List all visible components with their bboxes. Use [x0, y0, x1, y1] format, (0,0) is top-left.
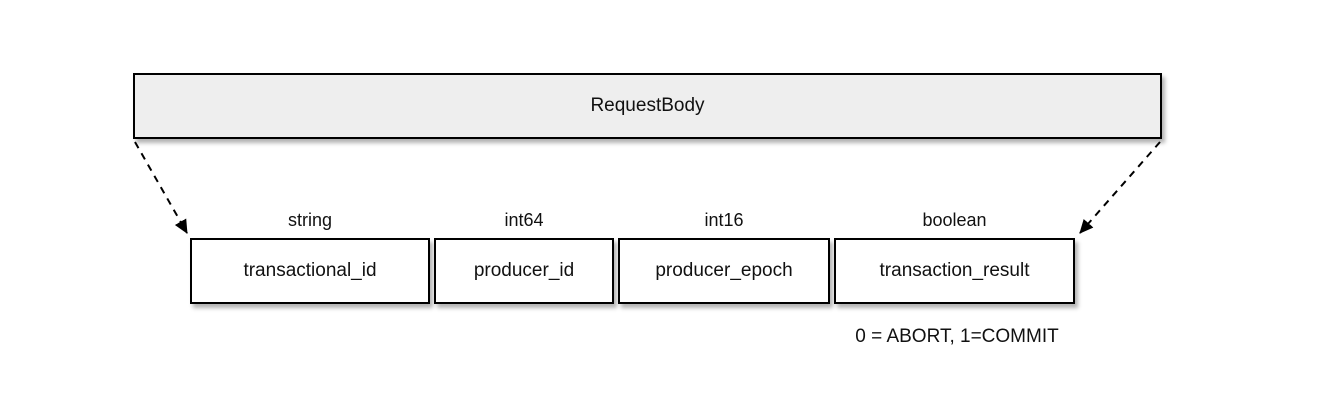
field-type-producer-epoch: int16 [704, 210, 744, 230]
transaction-result-note: 0 = ABORT, 1=COMMIT [855, 326, 1059, 347]
requestbody-box: RequestBody [133, 73, 1162, 139]
field-type-producer-id: int64 [504, 210, 544, 230]
dashed-arrow-left-icon [134, 141, 188, 234]
field-box-transactional-id: transactional_id [190, 238, 430, 304]
field-box-producer-id: producer_id [434, 238, 614, 304]
field-type-transaction-result: boolean [922, 210, 987, 230]
field-type-transactional-id: string [287, 210, 332, 230]
field-box-producer-epoch: producer_epoch [618, 238, 830, 304]
field-label: transaction_result [879, 260, 1030, 281]
field-label: transactional_id [243, 260, 377, 281]
dashed-arrow-right-icon [1079, 141, 1161, 234]
field-label: producer_epoch [655, 260, 793, 281]
requestbody-label: RequestBody [590, 95, 705, 116]
field-box-transaction-result: transaction_result [834, 238, 1075, 304]
field-label: producer_id [473, 260, 575, 281]
